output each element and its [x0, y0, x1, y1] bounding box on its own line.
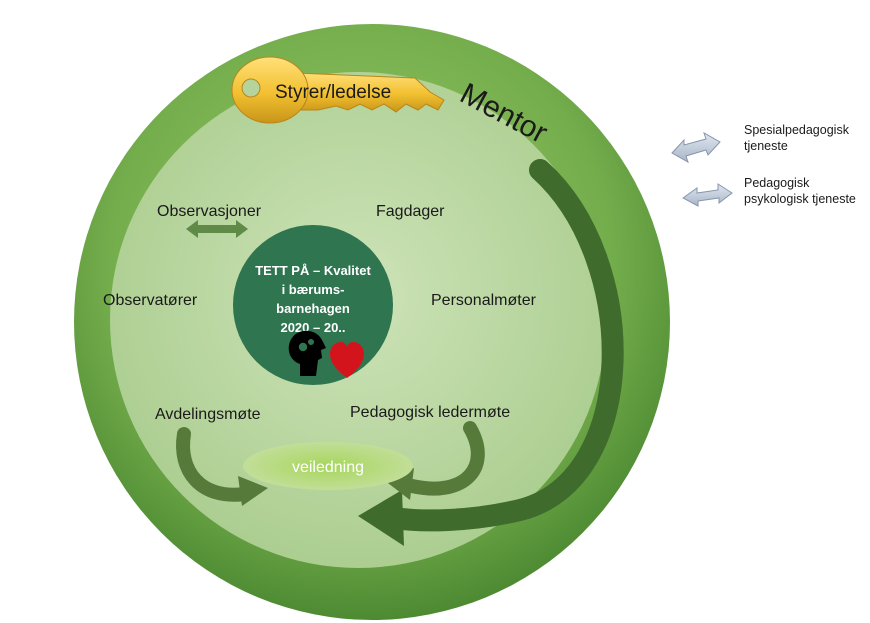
- left-curved-arrow: [176, 427, 268, 506]
- key-label: Styrer/ledelse: [275, 82, 391, 103]
- personalmoter-label: Personalmøter: [431, 292, 537, 309]
- observatorer-label: Observatører: [103, 292, 198, 309]
- observasjoner-label: Observasjoner: [157, 203, 262, 220]
- observasjoner-double-arrow: [186, 220, 248, 238]
- legend-spesialpedagogisk-line-2: tjeneste: [744, 139, 788, 153]
- legend-pedagogisk-line-1: Pedagogisk: [744, 176, 810, 190]
- veiledning-label: veiledning: [292, 459, 364, 476]
- center-line-3: barnehagen: [276, 301, 350, 316]
- legend-spesialpedagogisk: Spesialpedagogisk tjeneste: [744, 122, 849, 154]
- center-line-4: 2020 – 20..: [280, 320, 345, 335]
- pedagogisk-ledermote-label: Pedagogisk ledermøte: [350, 404, 510, 421]
- avdelingsmote-label: Avdelingsmøte: [155, 406, 261, 423]
- mentor-arrow: [358, 159, 624, 546]
- fagdager-label: Fagdager: [376, 203, 445, 220]
- spesialpedagogisk-double-arrow-icon: [671, 131, 721, 164]
- head-gears-icon: [288, 330, 326, 376]
- legend-pedagogisk-line-2: psykologisk tjeneste: [744, 192, 856, 206]
- legend-pedagogisk-psykologisk: Pedagogisk psykologisk tjeneste: [744, 175, 856, 207]
- center-line-2: i bærums-: [282, 282, 345, 297]
- center-title: TETT PÅ – Kvalitet i bærums- barnehagen …: [255, 263, 371, 335]
- veiledning-ellipse: [243, 442, 413, 490]
- center-line-1: TETT PÅ – Kvalitet: [255, 263, 371, 278]
- right-curved-arrow: [384, 421, 485, 500]
- legend-spesialpedagogisk-line-1: Spesialpedagogisk: [744, 123, 849, 137]
- key-icon: [231, 56, 445, 124]
- pedagogisk-double-arrow-icon: [682, 183, 733, 207]
- heart-icon: [330, 342, 364, 378]
